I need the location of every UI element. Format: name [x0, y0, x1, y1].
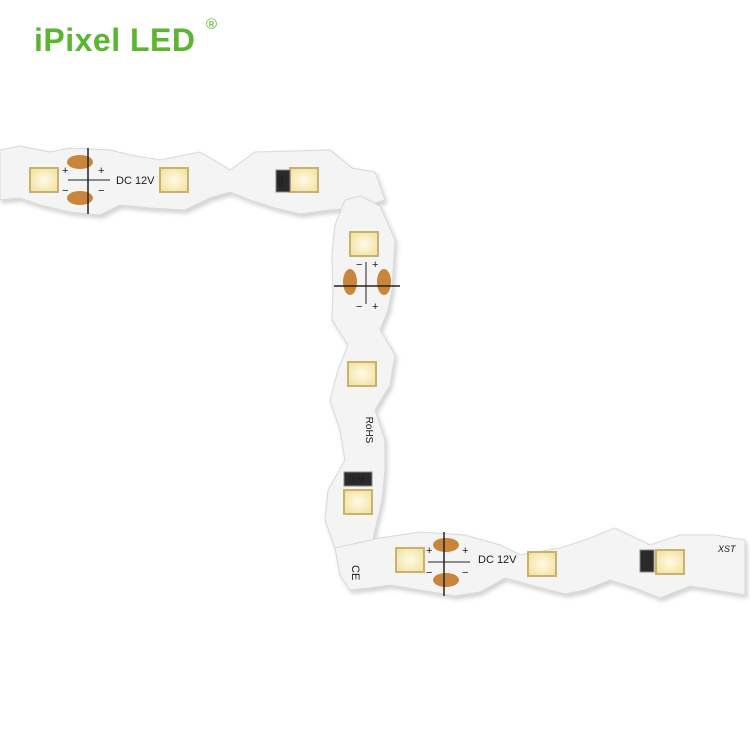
led-chip: [527, 551, 557, 577]
polarity-minus: −: [356, 259, 362, 271]
polarity-plus: +: [462, 545, 468, 557]
resistor-code: 820: [278, 175, 285, 187]
led-chip: [349, 231, 379, 257]
polarity-minus: −: [98, 185, 104, 197]
resistor: [343, 471, 373, 487]
registered-mark: ®: [205, 16, 218, 33]
voltage-label: DC 12V: [478, 554, 517, 566]
solder-pad: [67, 191, 93, 205]
polarity-minus: −: [462, 567, 468, 579]
polarity-minus: −: [426, 567, 432, 579]
led-chip: [343, 489, 373, 515]
polarity-plus: +: [426, 545, 432, 557]
solder-pad: [343, 269, 357, 295]
resistor-code: D78: [352, 477, 365, 484]
polarity-minus: −: [356, 301, 362, 313]
led-chip: [29, 167, 59, 193]
voltage-label: DC 12V: [116, 175, 155, 187]
led-chip: [159, 167, 189, 193]
polarity-minus: −: [62, 185, 68, 197]
ce-mark: CE: [349, 565, 361, 580]
solder-pad: [67, 155, 93, 169]
resistor: [275, 169, 291, 193]
polarity-plus: +: [62, 165, 68, 177]
rohs-label: RoHS: [363, 417, 374, 444]
polarity-plus: +: [372, 301, 378, 313]
maker-mark: XST: [717, 544, 737, 554]
brand-logo: iPixel LED ®: [34, 16, 217, 59]
polarity-plus: +: [372, 259, 378, 271]
brand-name: iPixel LED: [34, 22, 196, 58]
solder-pad: [433, 538, 459, 552]
polarity-plus: +: [98, 165, 104, 177]
led-chip: [395, 547, 425, 573]
solder-pad: [377, 269, 391, 295]
led-chip: [289, 167, 319, 193]
solder-pad: [433, 573, 459, 587]
led-chip: [347, 361, 377, 387]
led-chip: [655, 549, 685, 575]
resistor: [639, 549, 655, 573]
